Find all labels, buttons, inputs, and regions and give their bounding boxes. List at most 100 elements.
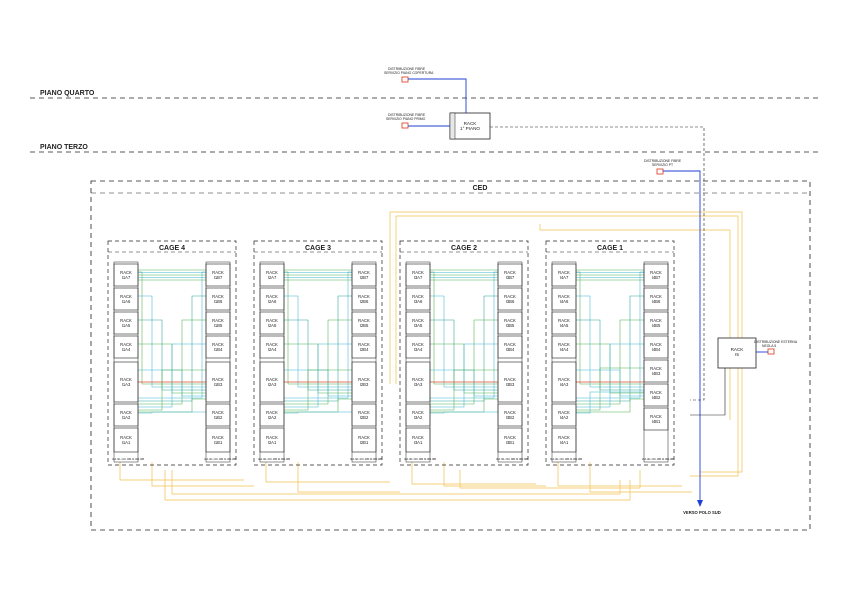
ced-box (90, 180, 811, 531)
rack-i5[interactable]: RACK I5 (717, 337, 757, 369)
ced-label: CED (473, 185, 488, 192)
cable-b-0 (430, 271, 498, 399)
rack-label-line2: I3A2 (414, 415, 423, 420)
cage-3-column-a (259, 261, 285, 463)
cable-a-0 (430, 271, 498, 385)
cable-b-3 (138, 343, 206, 408)
rack-label-line2: I3A6 (414, 299, 423, 304)
cage-2-footer-b: I3A.I3L.I3C.I3B.I3.I3B.I3B (496, 457, 528, 461)
cable-a-1 (576, 295, 644, 388)
rack-label-line2: I1A6 (122, 299, 131, 304)
cable-yellow-top-3 (539, 224, 731, 420)
floor-label-quarto: PIANO QUARTO (40, 90, 95, 97)
rack-label-line2: I4A2 (560, 415, 569, 420)
rack-i5-box (717, 337, 757, 369)
rack-label-line2: I2A1 (268, 440, 277, 445)
cable-b-3 (576, 343, 644, 408)
cable-a-2 (430, 319, 498, 391)
rack-label-line2: I4B6 (652, 299, 661, 304)
rack-label-line2: I3B2 (506, 415, 515, 420)
rack-label-line2: I1B7 (214, 275, 223, 280)
rack-label-line2: I2B7 (360, 275, 369, 280)
rack-primo-piano[interactable]: RACK 1° PIANO (449, 112, 491, 140)
cable-b-4 (430, 369, 498, 411)
rack-label-line2: I1B3 (214, 382, 223, 387)
rack-label-line1: RACK (212, 294, 224, 299)
cable-a-1 (430, 295, 498, 388)
rack-label-line1: RACK (650, 414, 662, 419)
rack-label-line2: I2B6 (360, 299, 369, 304)
cage-2-box (399, 240, 529, 466)
cage-4-label: CAGE 4 (159, 245, 185, 252)
rack-label-line2: I2B4 (360, 347, 369, 352)
cable-b-5 (576, 391, 644, 414)
verso-polo-sud-label: VERSO POLO SUD (683, 510, 721, 515)
rack-label-line2: I1B1 (214, 440, 223, 445)
cable-yellow-b-1 (297, 462, 400, 493)
rack-label-line1: RACK (412, 294, 424, 299)
cage-4-footer-a: I1A.I1L.I1C.I1B.I1.I1B.I1B (112, 457, 144, 461)
cage-3-footer-a: I2A.I2L.I2C.I2B.I2.I2B.I2B (258, 457, 290, 461)
rack-label-line1: RACK (358, 270, 370, 275)
rack-label-line2: I2A5 (268, 323, 277, 328)
rack-label-line2: I2A7 (268, 275, 277, 280)
rack-label-line1: RACK (650, 366, 662, 371)
